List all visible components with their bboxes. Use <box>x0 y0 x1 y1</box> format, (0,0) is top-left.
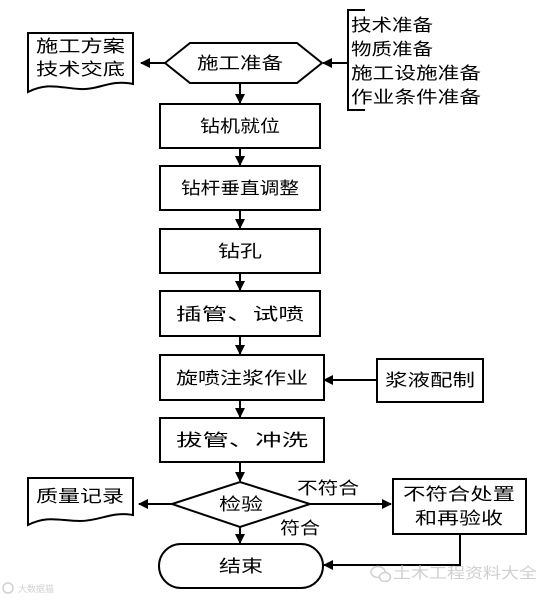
quality-label: 质量记录 <box>36 487 124 507</box>
step-box-6: 拔管、冲洗 <box>159 417 325 463</box>
watermark-logo-icon <box>2 582 14 594</box>
prep-item-2: 物质准备 <box>351 40 433 60</box>
step-label-4: 插管、试喷 <box>176 305 304 325</box>
watermark-right: 土木工程资料大全 <box>370 564 537 583</box>
step-label-2: 钻杆垂直调整 <box>181 179 299 199</box>
plan-line-2: 技术交底 <box>36 60 125 80</box>
watermark-left-text: 大数据猫 <box>18 583 54 595</box>
quality-document: 质量记录 <box>27 477 134 527</box>
prep-node: 施工准备 <box>163 42 324 84</box>
step-box-4: 插管、试喷 <box>159 290 321 337</box>
arrow-rework-to-end <box>323 534 461 570</box>
step-label-1: 钻机就位 <box>200 117 280 137</box>
ok-label: 符合 <box>280 519 320 539</box>
prep-items-group: 技术准备 物质准备 施工设施准备 作业条件准备 <box>347 9 481 111</box>
slurry-box: 浆液配制 <box>376 358 484 403</box>
prep-items-bracket <box>347 9 365 111</box>
prep-item-3: 施工设施准备 <box>351 64 481 84</box>
wechat-icon <box>370 565 392 583</box>
step-box-2: 钻杆垂直调整 <box>159 165 321 211</box>
not-ok-label: 不符合 <box>297 479 359 499</box>
watermark-right-text: 土木工程资料大全 <box>393 564 537 582</box>
step-label-3: 钻孔 <box>218 242 262 262</box>
check-decision: 检验 <box>168 480 314 529</box>
prep-label: 施工准备 <box>197 54 283 74</box>
rework-line-2: 和再验收 <box>415 509 503 529</box>
rework-box: 不符合处置 和再验收 <box>392 478 527 535</box>
watermark-left: 大数据猫 <box>2 582 54 595</box>
step-box-5: 旋喷注浆作业 <box>159 354 325 401</box>
end-terminator: 结束 <box>158 543 324 589</box>
prep-item-1: 技术准备 <box>351 16 433 36</box>
slurry-label: 浆液配制 <box>385 371 475 391</box>
prep-item-4: 作业条件准备 <box>351 88 481 108</box>
rework-line-1: 不符合处置 <box>403 485 515 505</box>
connectors <box>138 58 461 570</box>
step-box-1: 钻机就位 <box>159 103 321 149</box>
step-label-5: 旋喷注浆作业 <box>176 369 308 389</box>
step-label-6: 拔管、冲洗 <box>176 431 308 451</box>
check-label: 检验 <box>219 495 263 515</box>
end-label: 结束 <box>219 557 263 577</box>
plan-document: 施工方案 技术交底 <box>27 32 134 94</box>
plan-line-1: 施工方案 <box>36 37 125 57</box>
step-box-3: 钻孔 <box>159 228 321 274</box>
